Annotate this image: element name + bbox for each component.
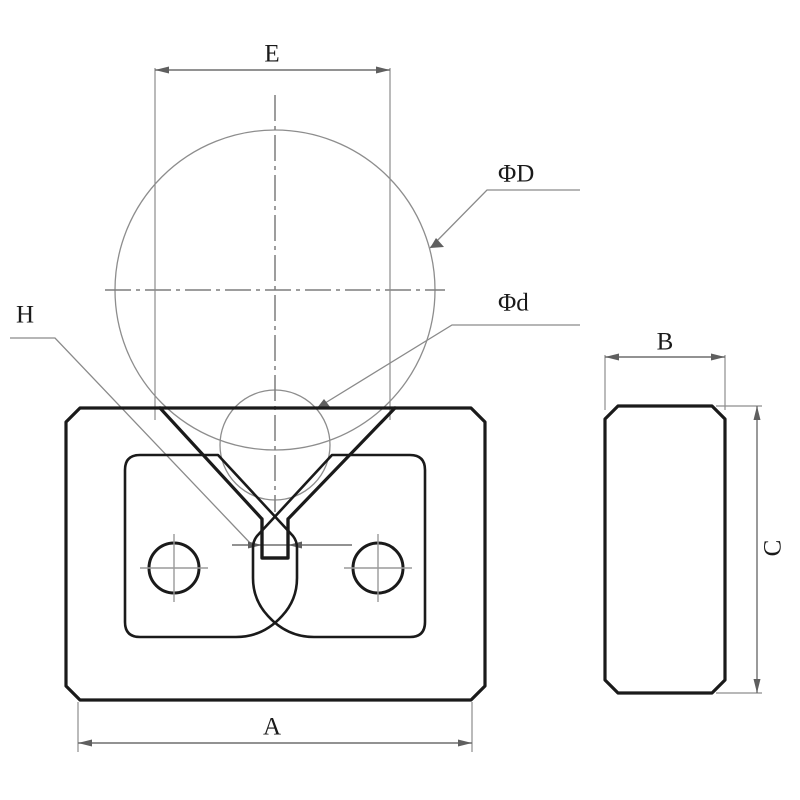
pocket-right-wing	[251, 453, 427, 639]
inner-pocket	[123, 453, 427, 639]
dimension-a: A	[77, 702, 473, 752]
callout-label-phi-d-large: ΦD	[498, 161, 534, 188]
a-arrowhead-right-icon	[458, 739, 472, 747]
side-view-outline	[603, 404, 727, 695]
h-arrowhead-left-icon	[248, 541, 262, 549]
centerlines	[105, 95, 445, 512]
h-arrowhead-right-icon	[288, 541, 302, 549]
phi-d-small-leader	[316, 324, 580, 409]
phi-d-large-arrowhead-icon	[430, 238, 444, 248]
phi-d-small-arrowhead-icon	[317, 399, 331, 408]
callout-h: H	[10, 302, 352, 549]
phi-d-large-leader	[429, 189, 580, 249]
notch-relief-slot	[260, 517, 290, 560]
h-leader-line	[10, 337, 253, 546]
dimension-e: E	[154, 41, 391, 420]
pocket-left-wing	[123, 453, 299, 639]
dimension-label-a: A	[263, 714, 281, 741]
e-arrowhead-left-icon	[155, 66, 169, 74]
e-arrowhead-right-icon	[376, 66, 390, 74]
dimension-label-e: E	[264, 41, 279, 68]
c-arrowhead-bottom-icon	[753, 679, 761, 693]
dimension-c: C	[716, 405, 787, 694]
dimension-b: B	[604, 329, 726, 410]
b-arrowhead-right-icon	[711, 353, 725, 361]
side-view-block	[603, 404, 727, 695]
notch-slot-profile	[260, 517, 290, 560]
front-view-block	[64, 406, 487, 702]
b-arrowhead-left-icon	[605, 353, 619, 361]
callout-phi-d-small: Φd	[316, 290, 580, 409]
dimension-label-c: C	[760, 540, 787, 557]
v-groove-profile	[158, 406, 397, 560]
dimension-label-h: H	[16, 302, 34, 329]
c-arrowhead-top-icon	[753, 406, 761, 420]
block-outer-outline	[64, 406, 487, 702]
v-groove	[158, 406, 397, 560]
callout-label-phi-d-small: Φd	[498, 290, 529, 317]
mounting-holes	[140, 534, 412, 602]
callout-phi-d-large: ΦD	[429, 161, 580, 249]
a-arrowhead-left-icon	[78, 739, 92, 747]
dimension-label-b: B	[657, 329, 674, 356]
